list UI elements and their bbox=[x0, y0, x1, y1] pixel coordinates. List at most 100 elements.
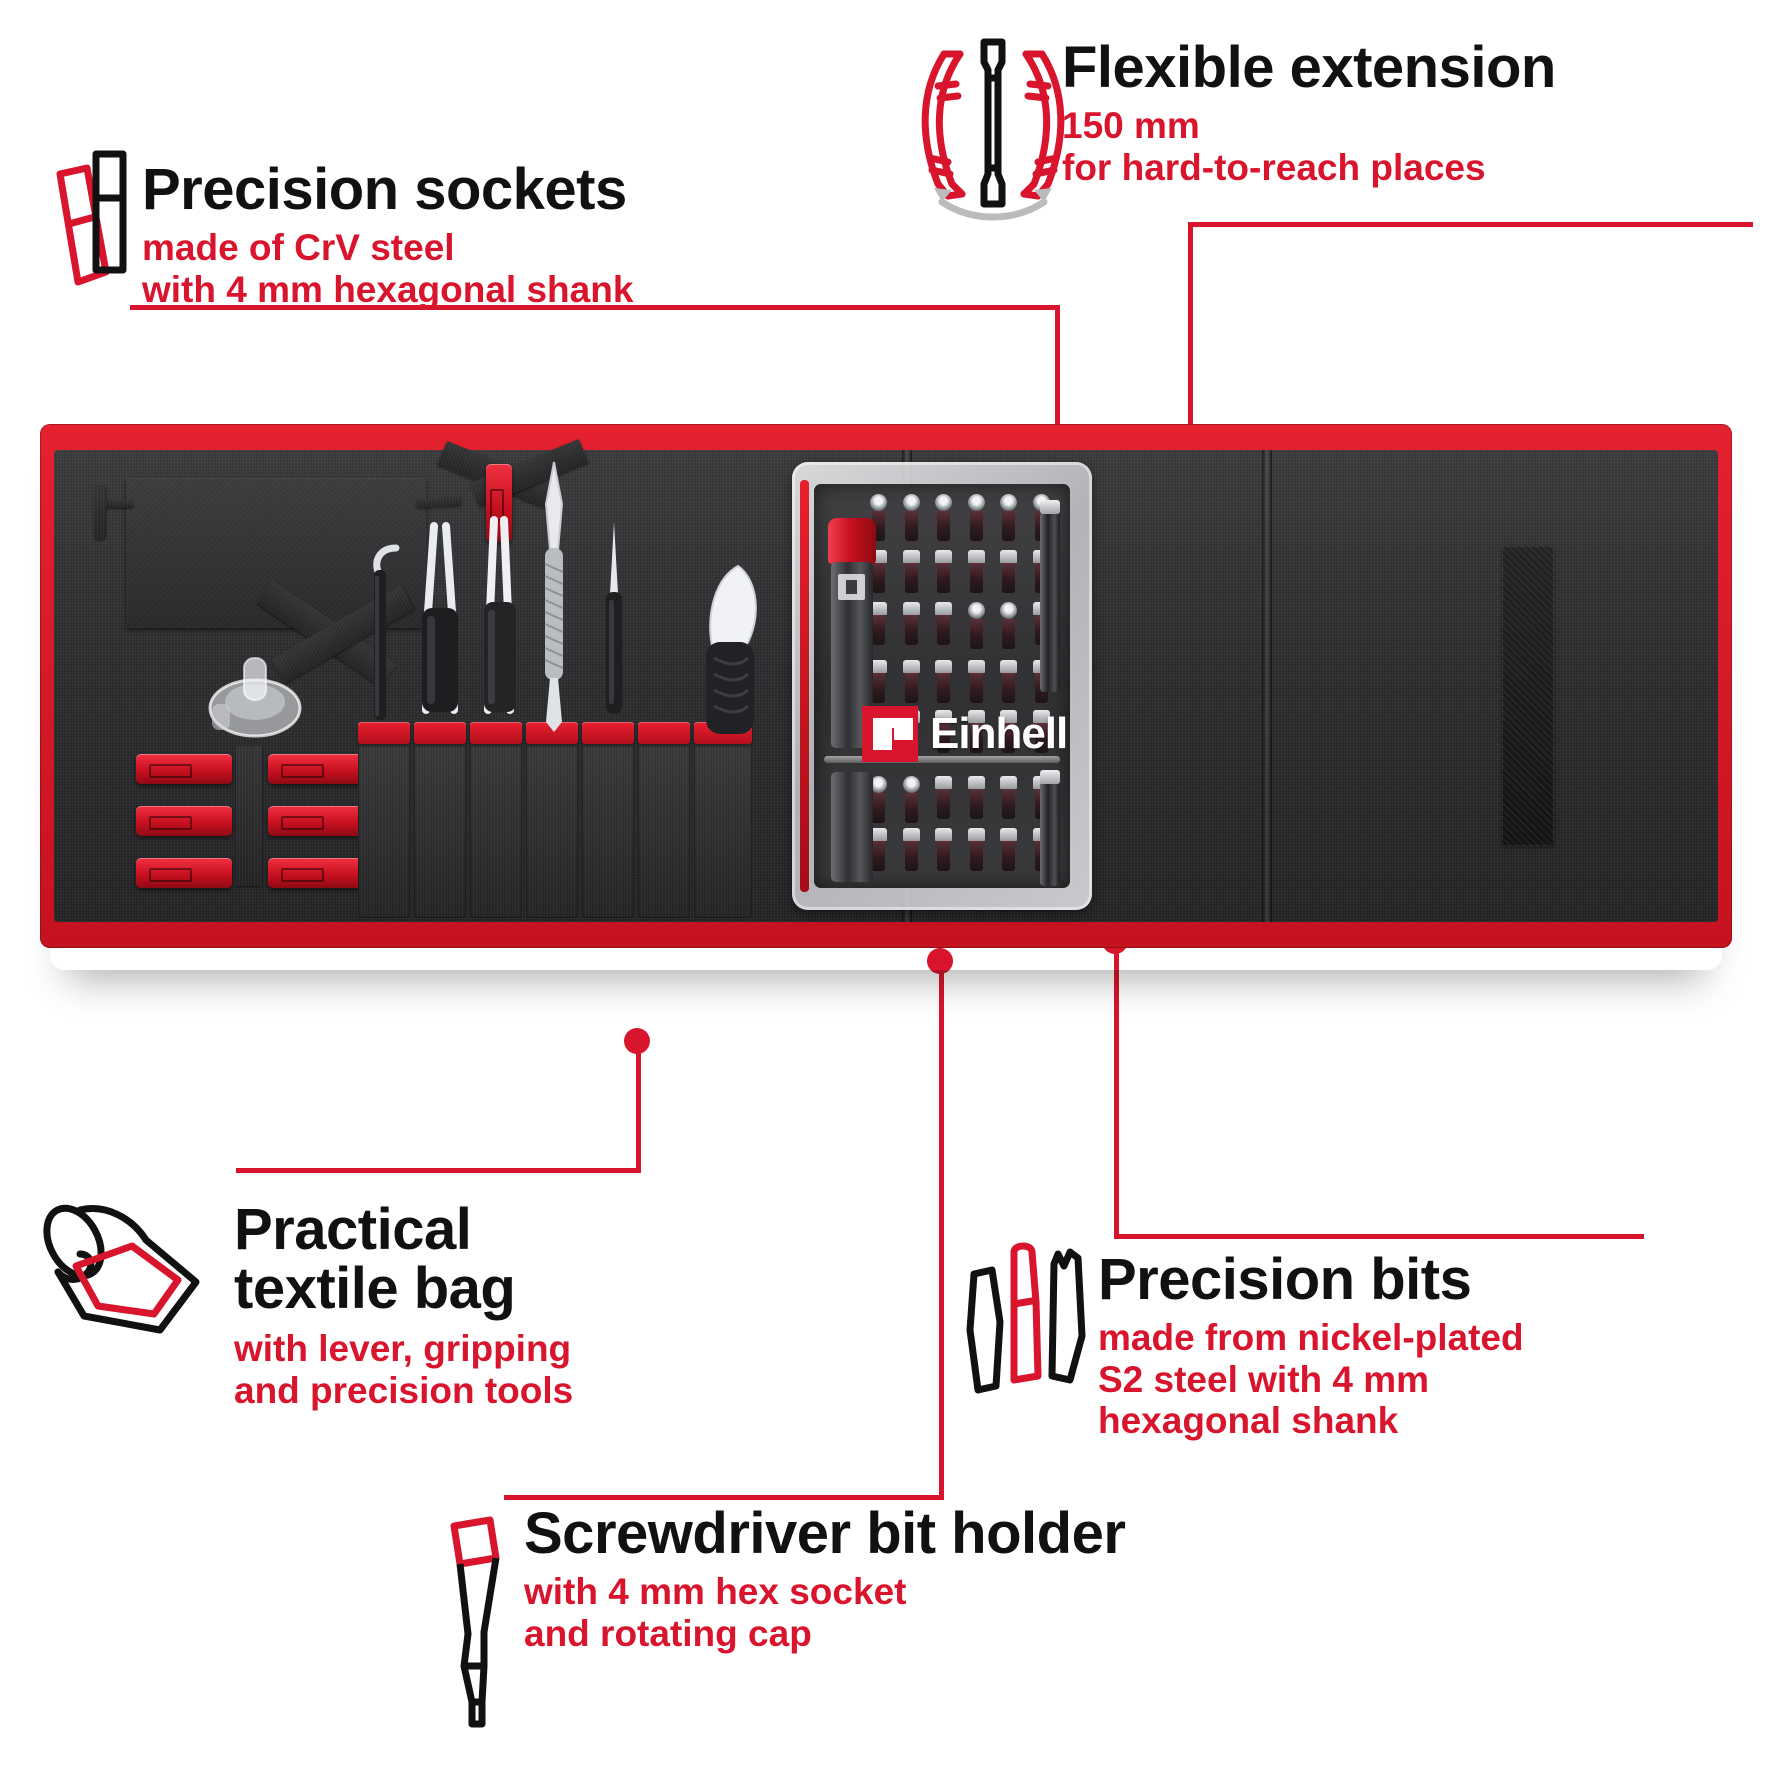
einhell-wordmark: Einhell bbox=[930, 709, 1068, 758]
tool-pocket-4 bbox=[526, 732, 578, 918]
precision-bit bbox=[902, 550, 920, 593]
socket-pair-icon bbox=[30, 150, 130, 312]
hotspot-driver bbox=[927, 948, 953, 974]
socket-bit bbox=[870, 494, 887, 541]
tool-pocket-1 bbox=[358, 732, 410, 918]
pry-tool-4 bbox=[268, 806, 364, 836]
pry-tool-1 bbox=[136, 754, 232, 784]
tool-pocket-2 bbox=[414, 732, 466, 918]
rotating-cap bbox=[828, 518, 876, 564]
precision-bit bbox=[935, 776, 953, 823]
tool-pocket-7 bbox=[694, 732, 752, 918]
bit-row-1 bbox=[870, 550, 1050, 593]
precision-bit bbox=[1032, 710, 1050, 753]
callout-title: Precision bits bbox=[1098, 1247, 1472, 1312]
precision-bit bbox=[1000, 710, 1018, 753]
pry-tool-2 bbox=[268, 754, 364, 784]
extension-tip-lower bbox=[1040, 770, 1060, 784]
precision-bit bbox=[935, 602, 953, 649]
product-photo-tool-roll: Einhell bbox=[40, 424, 1732, 964]
callout-body-line-3: hexagonal shank bbox=[1098, 1400, 1399, 1442]
driver-logo-badge bbox=[837, 574, 866, 600]
bit-row-5 bbox=[870, 776, 1050, 823]
flexible-shaft-icon bbox=[918, 34, 1068, 221]
callout-precision-bits: Precision bits made from nickel-plated S… bbox=[1098, 1250, 1718, 1441]
socket-bit bbox=[870, 776, 887, 823]
callout-title: Precision sockets bbox=[142, 157, 627, 222]
precision-bit bbox=[935, 710, 953, 753]
tool-pocket-6 bbox=[638, 732, 690, 918]
socket-bit bbox=[967, 602, 985, 649]
precision-bit bbox=[967, 776, 985, 823]
precision-bit bbox=[1000, 828, 1018, 871]
pocket-bar-6 bbox=[638, 722, 690, 744]
precision-bit bbox=[935, 828, 953, 871]
precision-bit bbox=[967, 660, 985, 703]
connector-bag-h bbox=[236, 1168, 641, 1173]
bit-row-2 bbox=[870, 602, 1050, 649]
precision-bit bbox=[935, 660, 953, 703]
callout-body-line-2: S2 steel with 4 mm bbox=[1098, 1358, 1430, 1400]
hook-pick-tool bbox=[362, 532, 412, 732]
bit-trio-icon bbox=[958, 1240, 1094, 1404]
callout-body-line-2: and rotating cap bbox=[524, 1612, 812, 1654]
socket-row bbox=[870, 494, 1050, 541]
callout-screwdriver-bit-holder: Screwdriver bit holder with 4 mm hex soc… bbox=[524, 1504, 1284, 1654]
precision-bit bbox=[870, 602, 887, 649]
precision-bit bbox=[1000, 550, 1018, 593]
callout-body-line-2: with 4 mm hexagonal shank bbox=[142, 268, 634, 310]
screwdriver-bit-holder-lower bbox=[828, 772, 876, 882]
connector-driver-v bbox=[939, 960, 944, 1500]
pry-tool-5 bbox=[136, 858, 232, 888]
driver-body-lower bbox=[830, 772, 874, 882]
fold-line-right bbox=[1262, 450, 1272, 922]
connector-bag-v bbox=[636, 1040, 641, 1172]
callout-body-line-2: for hard-to-reach places bbox=[1062, 146, 1486, 188]
connector-extension-h bbox=[1188, 222, 1753, 227]
bit-row-3 bbox=[870, 660, 1050, 703]
tweezers-curved bbox=[412, 520, 468, 732]
callout-body-line-1: with 4 mm hex socket bbox=[524, 1571, 907, 1613]
callout-title-line-1: Practical bbox=[234, 1197, 472, 1262]
socket-bit bbox=[935, 494, 953, 541]
precision-bit bbox=[870, 828, 887, 871]
connector-bits-v bbox=[1114, 940, 1119, 1238]
callout-precision-sockets: Precision sockets made of CrV steel with… bbox=[142, 160, 782, 310]
precision-bit bbox=[870, 660, 887, 703]
callout-title-line-2: textile bag bbox=[234, 1256, 516, 1322]
callout-body-line-1: made of CrV steel bbox=[142, 227, 455, 269]
flexible-extension-shaft-lower bbox=[1040, 770, 1060, 886]
pouch-cord-left bbox=[100, 500, 134, 508]
extension-tip bbox=[1040, 500, 1060, 514]
precision-bit bbox=[902, 660, 920, 703]
bit-case: Einhell bbox=[792, 462, 1092, 910]
socket-bit bbox=[902, 494, 920, 541]
utility-knife-tool bbox=[688, 562, 772, 742]
callout-title: Flexible extension bbox=[1062, 35, 1556, 100]
precision-bit bbox=[967, 710, 985, 753]
pocket-bar-4 bbox=[526, 722, 578, 744]
socket-bit bbox=[1000, 494, 1018, 541]
tool-pocket-5 bbox=[582, 732, 634, 918]
precision-bit bbox=[967, 550, 985, 593]
pry-tool-holder-strap bbox=[236, 746, 262, 886]
callout-body-line-2: and precision tools bbox=[234, 1369, 574, 1411]
callout-practical-textile-bag: Practical textile bag with lever, grippi… bbox=[234, 1200, 874, 1411]
pry-tool-3 bbox=[136, 806, 232, 836]
callout-body-line-1: with lever, gripping bbox=[234, 1328, 572, 1370]
connector-bits-h bbox=[1114, 1234, 1644, 1239]
fine-pick-tool bbox=[590, 518, 638, 730]
callout-title: Screwdriver bit holder bbox=[524, 1501, 1126, 1566]
bit-row-6 bbox=[870, 828, 1050, 871]
connector-sockets-h bbox=[130, 305, 1060, 310]
hotspot-bag bbox=[624, 1028, 650, 1054]
bit-case-spine bbox=[800, 480, 809, 892]
connector-sockets-v bbox=[1055, 305, 1060, 500]
precision-bit bbox=[902, 828, 920, 871]
bit-case-divider bbox=[824, 756, 1060, 763]
pocket-bar-1 bbox=[358, 722, 410, 744]
socket-bit bbox=[1000, 602, 1018, 649]
velcro-strip bbox=[1502, 546, 1554, 846]
precision-bit bbox=[967, 828, 985, 871]
